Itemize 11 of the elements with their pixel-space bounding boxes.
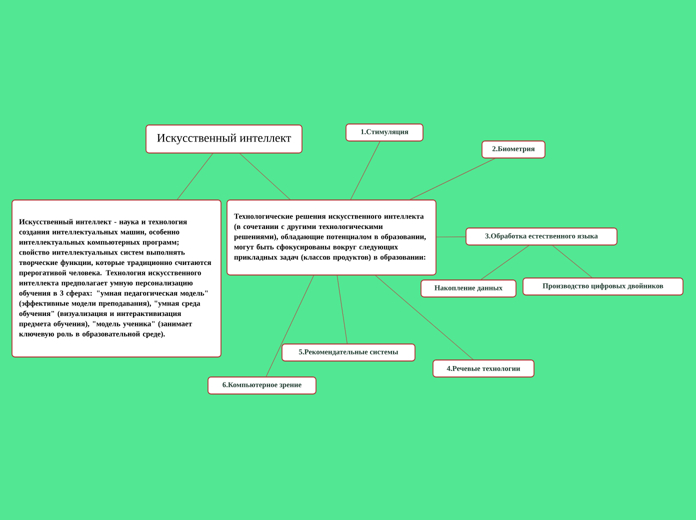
connector-line [350,141,380,200]
connector-line [239,153,290,200]
connector-line [480,245,530,280]
connector-line [336,275,348,344]
connector-line [176,153,214,200]
connector-line [410,158,496,200]
topic-box: Искусственный интеллект [146,124,302,154]
connector-line [436,236,466,238]
connector-line [375,275,474,360]
connector-line [552,245,592,278]
connector-line [266,275,314,377]
